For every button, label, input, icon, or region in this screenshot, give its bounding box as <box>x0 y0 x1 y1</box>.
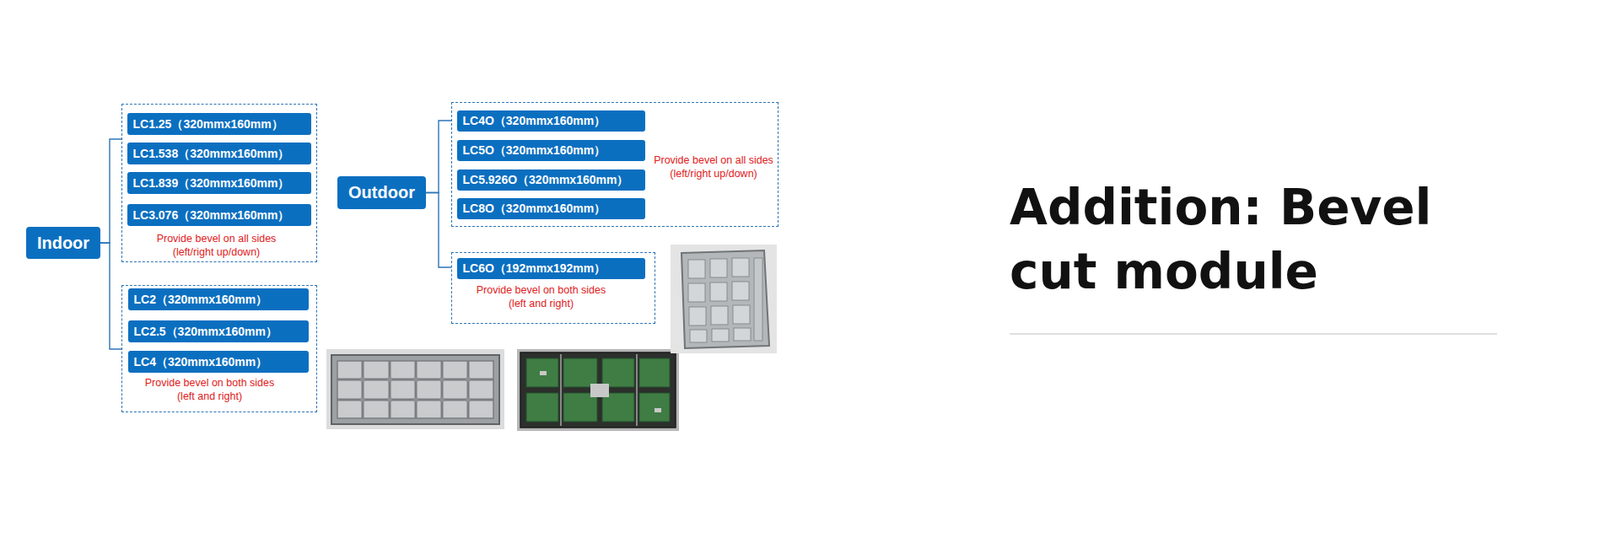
bracket-connector <box>100 139 122 243</box>
module-box: LC1.538（320mmx160mm） <box>127 142 312 165</box>
diagram-title: Addition: Bevel cut module <box>1009 175 1525 304</box>
bevel-note: Provide bevel on all sides (left/right u… <box>649 153 778 181</box>
group-frame: Provide bevel on all sides (left/right u… <box>451 102 779 227</box>
group-frame: Provide bevel on both sides (left and ri… <box>451 252 656 324</box>
category-label: Indoor <box>37 233 90 254</box>
module-box: LC4（320mmx160mm） <box>128 350 309 373</box>
module-label: LC5.926O（320mmx160mm） <box>463 172 630 187</box>
module-label: LC5O（320mmx160mm） <box>463 143 607 157</box>
module-box: LC5O（320mmx160mm） <box>457 140 646 162</box>
module-label: LC6O（192mmx192mm） <box>463 261 607 275</box>
module-box: LC4O（320mmx160mm） <box>457 110 646 132</box>
category-box: Indoor <box>26 226 101 259</box>
module-box: LC6O（192mmx192mm） <box>457 258 646 280</box>
module-box: LC1.25（320mmx160mm） <box>127 113 312 135</box>
module-box: LC2.5（320mmx160mm） <box>128 320 309 343</box>
module-label: LC4（320mmx160mm） <box>134 355 269 369</box>
bevel-note: Provide bevel on all sides (left/right u… <box>142 231 291 259</box>
title-rule <box>1009 333 1498 335</box>
bracket-connector <box>425 120 452 194</box>
module-board-photo <box>517 349 679 431</box>
module-label: LC3.076（320mmx160mm） <box>133 208 291 222</box>
bracket-connector <box>100 242 122 350</box>
module-box: LC2（320mmx160mm） <box>128 288 309 311</box>
square-module-photo <box>670 244 777 354</box>
module-box: LC5.926O（320mmx160mm） <box>457 169 646 191</box>
module-label: LC8O（320mmx160mm） <box>463 201 607 216</box>
module-label: LC2（320mmx160mm） <box>134 292 269 307</box>
category-label: Outdoor <box>348 183 415 203</box>
module-box: LC3.076（320mmx160mm） <box>127 204 312 227</box>
bevel-note: Provide bevel on both sides (left and ri… <box>467 283 615 311</box>
module-box: LC8O（320mmx160mm） <box>457 198 646 220</box>
bracket-connector <box>425 193 452 269</box>
module-label: LC2.5（320mmx160mm） <box>134 324 278 339</box>
module-label: LC1.839（320mmx160mm） <box>133 176 291 190</box>
bevel-note: Provide bevel on both sides (left and ri… <box>135 376 284 404</box>
group-frame: Provide bevel on both sides (left and ri… <box>121 285 318 413</box>
module-box: LC1.839（320mmx160mm） <box>127 172 312 194</box>
module-label: LC1.538（320mmx160mm） <box>133 146 291 161</box>
category-box: Outdoor <box>337 176 426 210</box>
module-label: LC4O（320mmx160mm） <box>463 113 607 128</box>
group-frame: Provide bevel on all sides (left/right u… <box>121 103 318 263</box>
module-label: LC1.25（320mmx160mm） <box>133 117 284 131</box>
module-frame-photo <box>326 349 505 430</box>
